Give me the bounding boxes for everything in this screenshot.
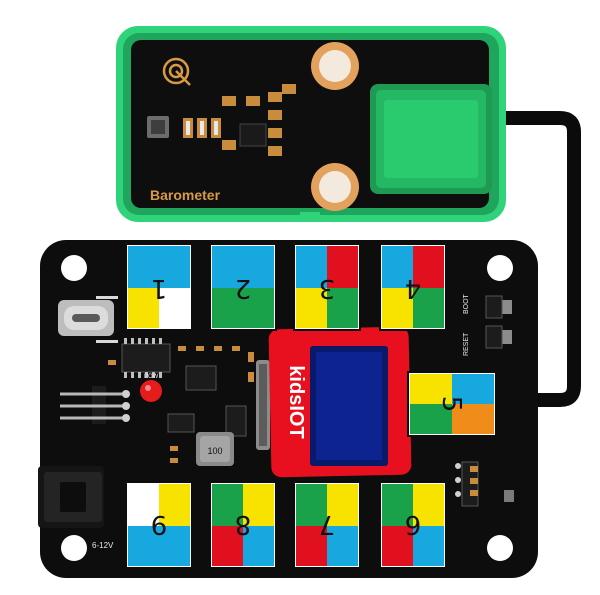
- inductor: 100: [196, 432, 234, 466]
- port-number: 3: [319, 273, 336, 303]
- port-7[interactable]: 7: [293, 481, 361, 569]
- usb-c-port[interactable]: [58, 300, 114, 336]
- ic-chip: [121, 343, 171, 373]
- dc-power-jack[interactable]: [38, 466, 104, 528]
- main-board: 6-12V POW 100: [38, 240, 538, 578]
- sensor-label: Barometer: [150, 187, 221, 203]
- port-number: 2: [235, 273, 252, 303]
- inductor-label: 100: [207, 446, 222, 456]
- port-3[interactable]: 3: [293, 243, 361, 331]
- board-hole-br: [487, 535, 513, 561]
- mounting-hole-bottom: [311, 163, 359, 211]
- power-led: [140, 380, 162, 402]
- board-hole-tr: [487, 255, 513, 281]
- slide-switch[interactable]: [461, 461, 514, 507]
- port-number: 6: [405, 509, 422, 539]
- gpio-header-pins[interactable]: [60, 386, 130, 424]
- reset-label: RESET: [463, 332, 470, 356]
- brand-logo-icon: [162, 57, 191, 86]
- port-5[interactable]: 5: [407, 371, 497, 437]
- port-8[interactable]: 8: [209, 481, 277, 569]
- sensor-connector: [370, 84, 492, 194]
- port-2[interactable]: 2: [209, 243, 277, 331]
- port-9[interactable]: 9: [125, 481, 193, 569]
- port-1[interactable]: 1: [125, 243, 193, 331]
- mounting-hole-top: [311, 42, 359, 90]
- port-number: 1: [151, 273, 168, 303]
- board-hole-bl: [61, 535, 87, 561]
- pow-label: POW: [144, 374, 159, 380]
- port-6[interactable]: 6: [379, 481, 447, 569]
- port-number: 4: [405, 273, 422, 303]
- port-number: 8: [235, 509, 252, 539]
- port-4[interactable]: 4: [379, 243, 447, 331]
- board-hole-tl: [61, 255, 87, 281]
- port-number: 5: [436, 396, 466, 413]
- oled-display: kidsIOT: [268, 326, 412, 478]
- boot-button[interactable]: [485, 295, 512, 319]
- port-number: 7: [319, 509, 336, 539]
- port-number: 9: [151, 509, 168, 539]
- boot-label: BOOT: [463, 293, 470, 314]
- reset-button[interactable]: [485, 325, 512, 349]
- barometer-module: Barometer: [116, 26, 506, 222]
- power-input-label: 6-12V: [92, 541, 114, 550]
- brand-label: kidsIOT: [285, 365, 307, 438]
- sensor-cable: [490, 111, 581, 407]
